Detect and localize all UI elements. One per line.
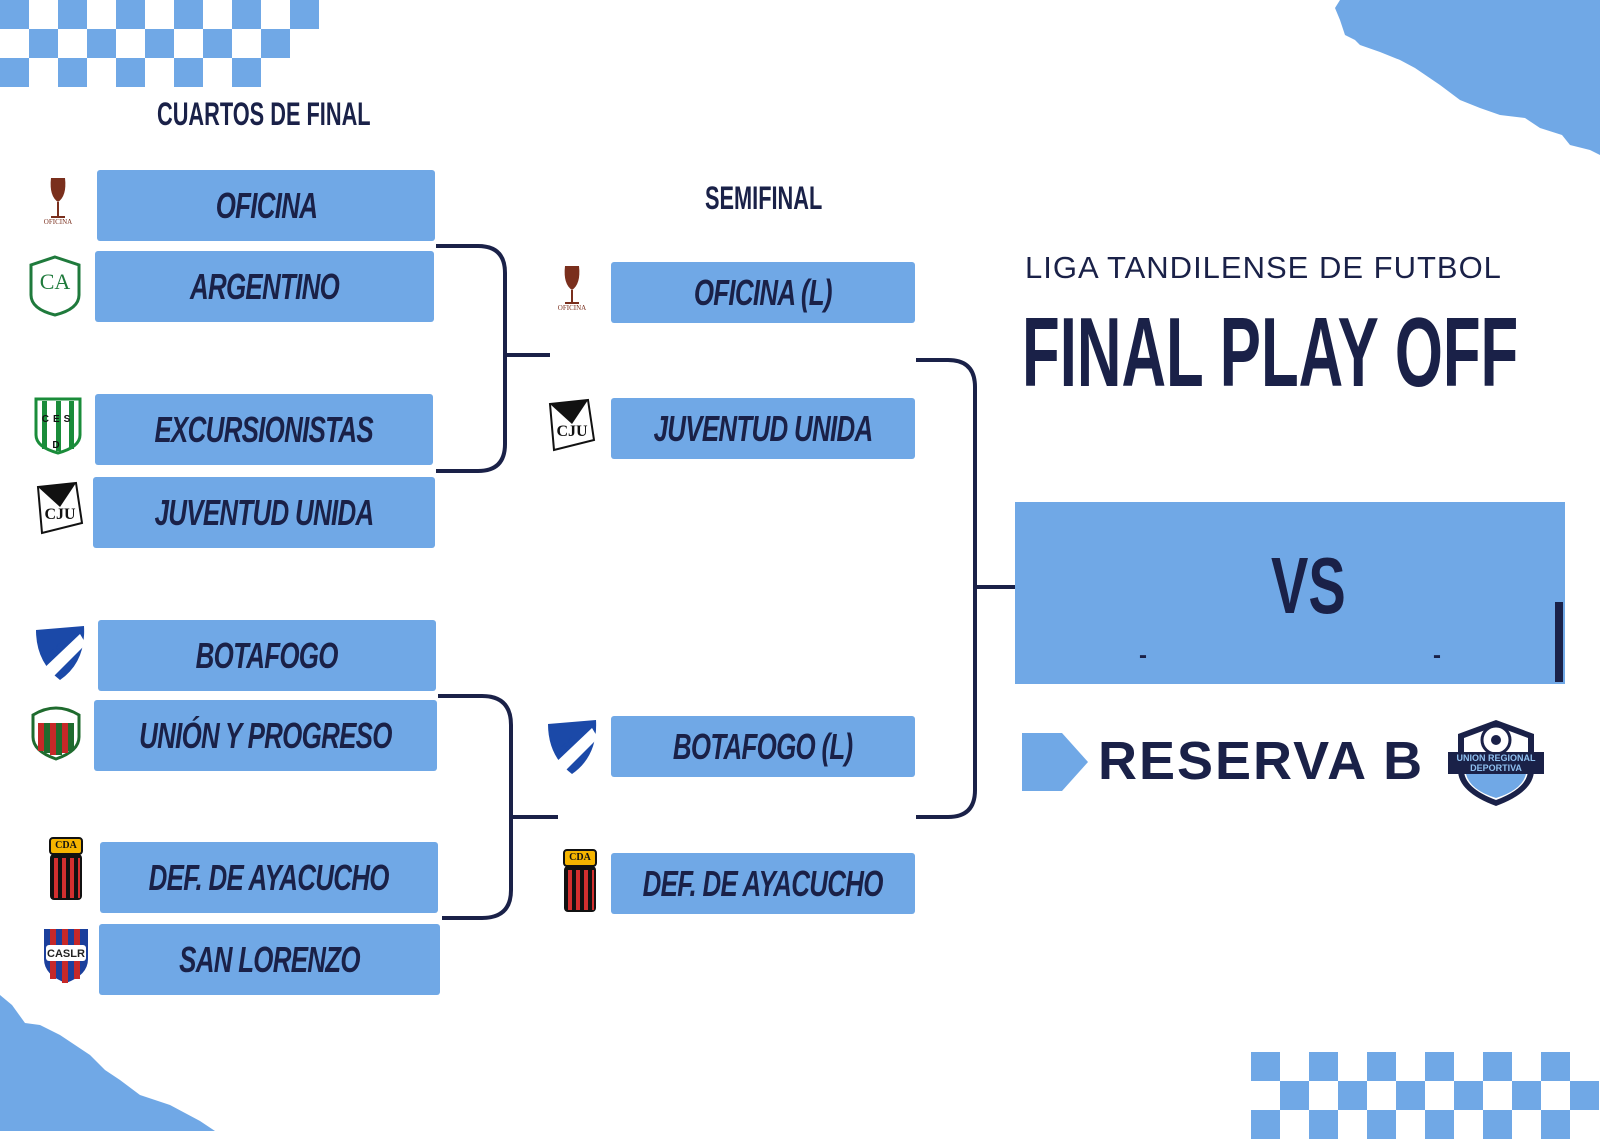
oficina-crest-icon: OFICINA (28, 172, 88, 236)
sf-team-box[interactable]: DEF. DE AYACUCHO (611, 853, 915, 914)
team-name: DEF. DE AYACUCHO (148, 856, 390, 898)
semifinal-heading: SEMIFINAL (705, 180, 877, 217)
final-score-right: - (1433, 642, 1441, 669)
semifinal-title: SEMIFINAL (705, 180, 823, 216)
def-ayacucho-crest-icon: CDA (550, 849, 610, 914)
team-name: OFICINA (L) (694, 271, 833, 313)
juventud-unida-crest-icon: CJU (28, 478, 88, 542)
final-score-left: - (1139, 642, 1147, 669)
badge-line1: UNION REGIONAL (1456, 753, 1536, 763)
category-label: RESERVA B (1098, 731, 1425, 791)
oficina-crest-icon: OFICINA (542, 260, 602, 324)
event-title-wrap: FINAL PLAY OFF (1022, 296, 1600, 409)
vs-label: VS (1271, 541, 1346, 630)
crest-text: CA (40, 269, 71, 294)
qf-team-box[interactable]: EXCURSIONISTAS (95, 394, 433, 465)
crest-text: CDA (55, 840, 77, 851)
team-name: JUVENTUD UNIDA (154, 491, 375, 533)
sf-team-box[interactable]: JUVENTUD UNIDA (611, 398, 915, 459)
def-ayacucho-crest-icon: CDA (36, 837, 96, 902)
arrow-icon (1022, 733, 1088, 791)
league-name: LIGA TANDILENSE DE FUTBOL (1025, 250, 1502, 285)
qf-team-box[interactable]: JUVENTUD UNIDA (93, 477, 435, 548)
qf-team-box[interactable]: DEF. DE AYACUCHO (100, 842, 438, 913)
qf-team-box[interactable]: BOTAFOGO (98, 620, 436, 691)
crest-text: OFICINA (43, 218, 73, 226)
qf-team-box[interactable]: SAN LORENZO (99, 924, 440, 995)
team-name: DEF. DE AYACUCHO (642, 862, 884, 904)
checkered-pattern-top-left (0, 0, 319, 87)
torn-paper-top-right (1335, 0, 1600, 155)
team-name: JUVENTUD UNIDA (653, 407, 874, 449)
botafogo-crest-icon: B.F.C. (542, 714, 602, 778)
quarterfinals-heading: CUARTOS DE FINAL (157, 96, 471, 133)
team-name: UNIÓN Y PROGRESO (139, 714, 392, 756)
team-name: EXCURSIONISTAS (154, 408, 374, 450)
excursionistas-crest-icon: CESD (28, 393, 88, 457)
qf-team-box[interactable]: ARGENTINO (95, 251, 434, 322)
argentino-crest-icon: CA (25, 254, 85, 318)
badge-line2: DEPORTIVA (1470, 763, 1522, 773)
crest-text: CJU (556, 423, 588, 440)
union-y-progreso-crest-icon (26, 700, 86, 764)
crest-text: CJU (44, 506, 76, 523)
event-title: FINAL PLAY OFF (1022, 297, 1519, 407)
team-name: SAN LORENZO (179, 938, 360, 980)
connector-qf-bottom (438, 694, 513, 920)
sf-team-box[interactable]: OFICINA (L) (611, 262, 915, 323)
team-name: OFICINA (215, 184, 317, 226)
crest-text: OFICINA (557, 304, 587, 312)
torn-paper-bottom-left (0, 995, 215, 1131)
team-name: ARGENTINO (189, 265, 340, 307)
team-name: BOTAFOGO (L) (673, 725, 853, 767)
final-box-accent-bar (1555, 602, 1563, 682)
juventud-unida-crest-icon: CJU (540, 395, 600, 459)
qf-team-box[interactable]: OFICINA (97, 170, 435, 241)
qf-team-box[interactable]: UNIÓN Y PROGRESO (94, 700, 437, 771)
connector-qf-top (436, 244, 507, 473)
sf-team-box[interactable]: BOTAFOGO (L) (611, 716, 915, 777)
crest-text: CDA (569, 852, 591, 863)
team-name: BOTAFOGO (195, 634, 339, 676)
crest-text: CESD (41, 414, 75, 451)
final-match-box[interactable]: VS - - (1015, 502, 1565, 684)
crest-text: CASLR (47, 948, 85, 960)
botafogo-crest-icon: B.F.C. (30, 620, 90, 684)
quarterfinals-title: CUARTOS DE FINAL (157, 96, 371, 132)
san-lorenzo-crest-icon: CASLR (36, 922, 96, 986)
union-regional-badge-icon: UNION REGIONAL DEPORTIVA (1448, 718, 1544, 808)
connector-sf (916, 358, 977, 819)
